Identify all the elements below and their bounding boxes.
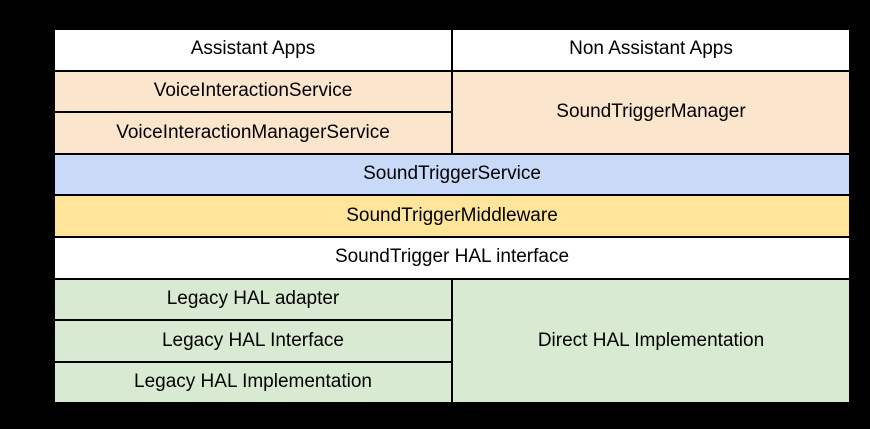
hal-row-2: Legacy HAL Interface xyxy=(53,319,850,363)
cell-sound-trigger-hal-interface: SoundTrigger HAL interface xyxy=(53,235,851,280)
apps-row: Assistant Apps Non Assistant Apps xyxy=(53,28,851,72)
framework-row-2: VoiceInteractionManagerService xyxy=(53,111,850,155)
framework-row-1: VoiceInteractionService SoundTriggerMana… xyxy=(53,69,851,155)
cell-sound-trigger-manager: SoundTriggerManager xyxy=(451,69,851,155)
hal-interface-row: SoundTrigger HAL interface xyxy=(53,235,851,280)
hal-row-1: Legacy HAL adapter Direct HAL Implementa… xyxy=(53,277,851,405)
cell-direct-hal-implementation: Direct HAL Implementation xyxy=(451,277,851,405)
cell-voice-interaction-service: VoiceInteractionService xyxy=(53,69,453,114)
cell-assistant-apps: Assistant Apps xyxy=(53,28,453,72)
cell-legacy-hal-adapter: Legacy HAL adapter xyxy=(53,277,453,322)
soundtrigger-stack-diagram: Assistant Apps Non Assistant Apps VoiceI… xyxy=(53,28,851,405)
cell-legacy-hal-interface: Legacy HAL Interface xyxy=(53,319,453,363)
cell-voice-interaction-manager-service: VoiceInteractionManagerService xyxy=(53,111,453,155)
service-row: SoundTriggerService xyxy=(53,152,851,197)
cell-non-assistant-apps: Non Assistant Apps xyxy=(451,28,851,72)
hal-row-3: Legacy HAL Implementation xyxy=(53,360,850,405)
middleware-row: SoundTriggerMiddleware xyxy=(53,194,851,238)
cell-sound-trigger-middleware: SoundTriggerMiddleware xyxy=(53,194,851,238)
cell-legacy-hal-implementation: Legacy HAL Implementation xyxy=(53,360,453,405)
cell-sound-trigger-service: SoundTriggerService xyxy=(53,152,851,197)
